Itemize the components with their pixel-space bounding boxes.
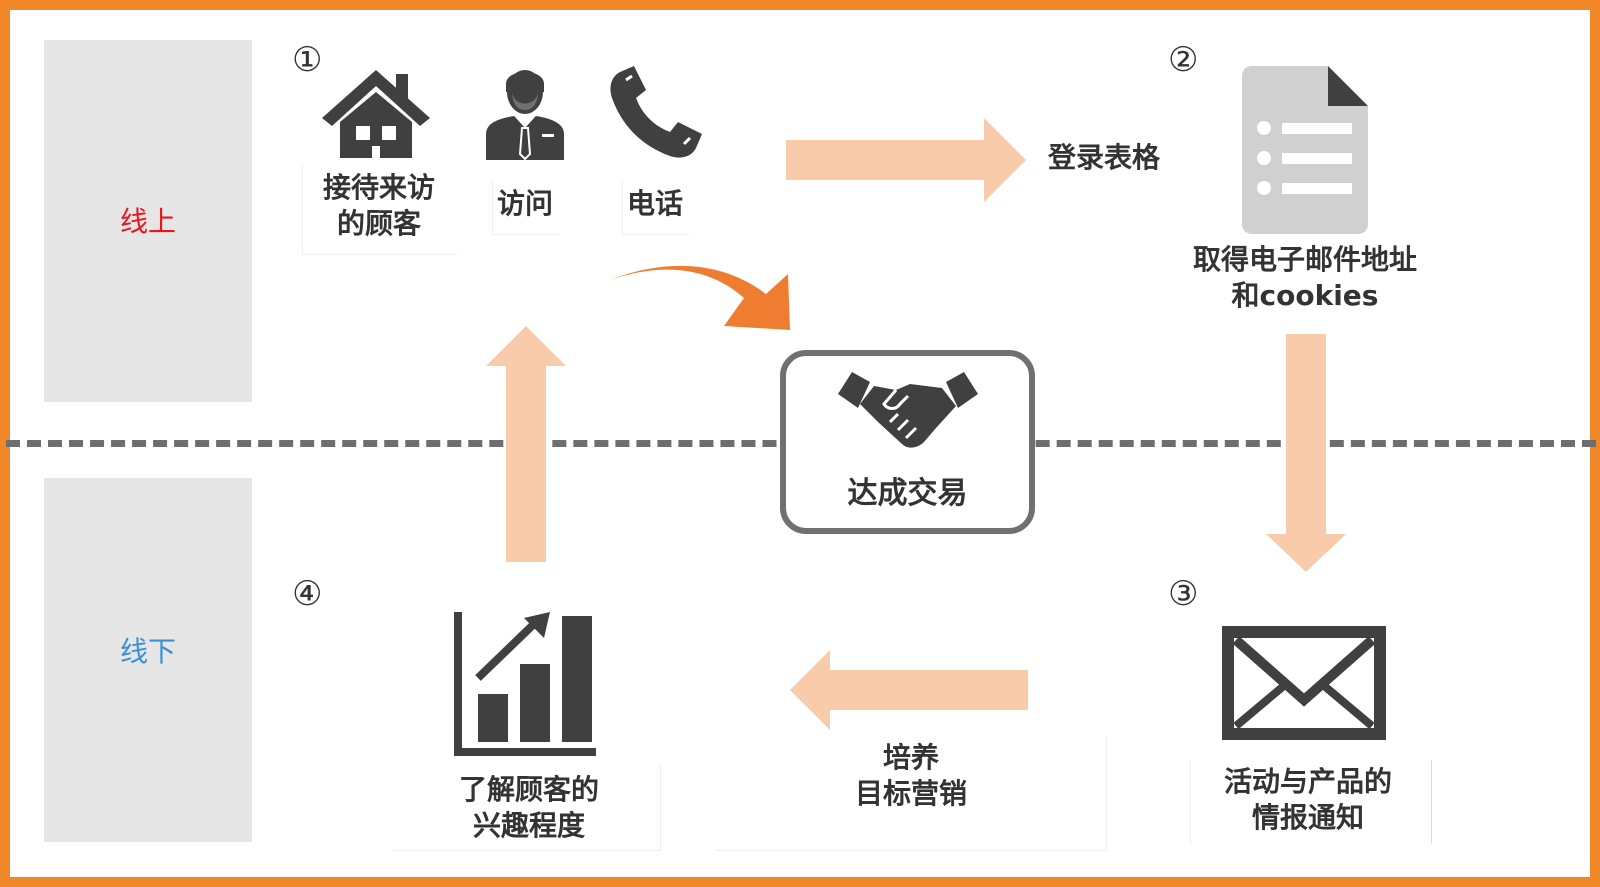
deal-box: 达成交易: [780, 350, 1035, 534]
customer-interest-label: 了解顾客的 兴趣程度: [458, 773, 599, 842]
visit-label: 访问: [496, 187, 553, 220]
step3-marker: ③: [1168, 574, 1199, 614]
online-section-panel: 线上: [44, 40, 252, 402]
offline-section-label: 线下: [119, 635, 176, 668]
deal-label: 达成交易: [847, 476, 968, 511]
offline-section-panel: 线下: [44, 478, 252, 842]
caption-box: [392, 766, 661, 851]
visitor-reception-label: 接待来访 的顾客: [322, 171, 435, 240]
curved-arrow: [610, 265, 790, 330]
caption-box: [302, 166, 457, 255]
arrow-up: [486, 326, 566, 562]
caption-box: [716, 736, 1107, 851]
product-info-notice-label: 活动与产品的 情报通知: [1223, 765, 1392, 834]
step4-marker: ④: [292, 574, 323, 614]
arrow-left: [790, 650, 1028, 730]
step2-marker: ②: [1168, 40, 1199, 80]
handshake-icon: [838, 372, 978, 448]
envelope-icon: [1222, 626, 1386, 740]
phone-icon: [610, 66, 702, 158]
online-section-label: 线上: [119, 205, 176, 238]
form-document-icon: [1242, 66, 1368, 234]
caption-box: [1190, 760, 1432, 844]
step1-marker: ①: [292, 40, 323, 80]
email-cookies-label: 取得电子邮件地址 和cookies: [1192, 243, 1417, 312]
house-icon: [322, 70, 430, 158]
arrow-down: [1266, 334, 1346, 572]
caption-box: [492, 182, 559, 235]
caption-box: [622, 182, 689, 235]
register-form-label: 登录表格: [1048, 141, 1161, 174]
phone-label: 电话: [626, 187, 683, 220]
growth-chart-icon: [454, 612, 596, 756]
arrow-right: [786, 118, 1026, 202]
businessman-icon: [486, 70, 564, 161]
target-marketing-label: 培养 目标营销: [854, 741, 967, 810]
